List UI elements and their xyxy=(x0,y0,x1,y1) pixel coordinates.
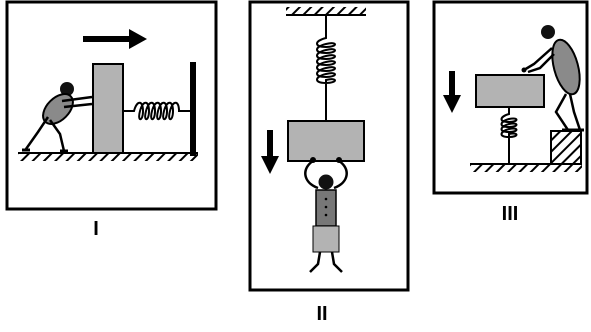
panel-2 xyxy=(248,0,410,292)
panel-3-spring xyxy=(500,108,518,164)
panel-1-floor xyxy=(18,153,198,161)
panel-3-person-pressing xyxy=(521,25,584,132)
panel-1-spring xyxy=(124,101,190,121)
panel-2-label: II xyxy=(316,303,328,325)
panel-2-person-skirt xyxy=(312,225,340,253)
panel-1-person-head xyxy=(60,82,74,96)
panel-2-person-arms xyxy=(304,159,348,190)
panel-1-arrow-right-icon xyxy=(83,29,147,49)
panel-2-person-hanging xyxy=(304,157,348,273)
panel-1-block xyxy=(92,63,124,154)
panel-3-person-body xyxy=(551,38,581,96)
panel-2-ceiling xyxy=(286,7,366,15)
panel-1-wall xyxy=(190,62,196,156)
panel-3-label: III xyxy=(501,203,519,225)
panel-1 xyxy=(5,0,218,211)
panel-3-arrow-down-icon xyxy=(443,71,461,113)
panel-3-floor xyxy=(470,164,582,172)
panel-1-label: I xyxy=(93,218,99,240)
panel-2-block xyxy=(287,120,365,162)
panel-2-person-head xyxy=(317,173,335,191)
panel-3-step xyxy=(550,130,582,165)
panel-1-person-pushing xyxy=(22,82,93,153)
panel-3-block xyxy=(475,74,545,108)
panel-2-spring xyxy=(316,15,336,121)
panel-3 xyxy=(432,0,589,195)
panel-3-person-head xyxy=(541,25,555,39)
panel-2-arrow-down-icon xyxy=(261,130,279,174)
